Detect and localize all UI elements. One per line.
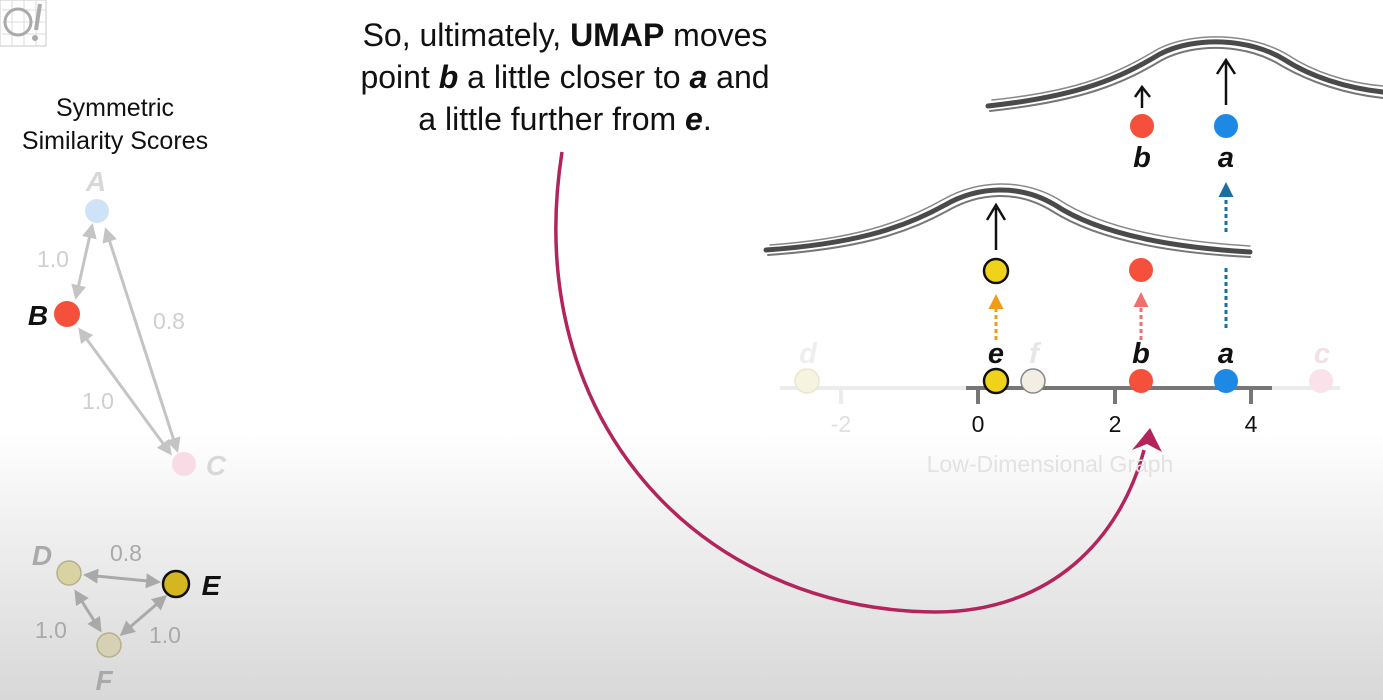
edge-ac [102, 227, 181, 453]
transition-arrow [554, 151, 1146, 614]
cluster-abc: A B C 1.0 0.8 1.0 [28, 166, 227, 481]
bell-curve-top [985, 36, 1383, 112]
edge-ac-score: 0.8 [153, 308, 185, 334]
edge-bc [78, 327, 172, 456]
upper-label-a: a [1218, 142, 1234, 174]
line-label-a: a [1218, 338, 1234, 370]
tick-label-neg2: -2 [831, 411, 851, 437]
transition-arrowhead [1132, 428, 1162, 452]
node-b [54, 301, 80, 327]
caption-line-3: a little further from e. [418, 101, 712, 137]
line-point-d [794, 368, 820, 394]
edge-de-score: 0.8 [110, 540, 142, 566]
line-point-a [1214, 369, 1238, 393]
node-d [56, 560, 82, 586]
number-line: -2 0 2 4 [780, 386, 1340, 437]
node-a [85, 199, 109, 223]
edge-bc-score: 1.0 [82, 388, 114, 414]
node-d-label: D [32, 540, 52, 571]
line-label-f: f [1029, 338, 1042, 370]
push-arrows-top [1133, 57, 1237, 108]
edge-df [74, 589, 102, 633]
caption-line-1: So, ultimately, UMAP moves [362, 17, 768, 53]
node-f-label: F [95, 665, 113, 696]
node-e-label: E [202, 570, 222, 601]
upper-point-a [1214, 114, 1238, 138]
node-b-label: B [28, 300, 48, 331]
tick-label-0: 0 [972, 411, 985, 437]
line-label-b: b [1132, 338, 1150, 370]
node-c-label: C [206, 450, 227, 481]
edge-df-score: 1.0 [35, 617, 67, 643]
line-label-d: d [799, 338, 818, 370]
line-label-c: c [1314, 338, 1330, 370]
node-e [161, 569, 191, 599]
push-arrow-e [985, 202, 1007, 250]
bell-curve-middle [763, 183, 1253, 258]
upper-point-b [1130, 114, 1154, 138]
line-point-c [1309, 369, 1333, 393]
line-label-e: e [988, 338, 1004, 370]
tick-label-2: 2 [1109, 411, 1122, 437]
node-c [172, 452, 196, 476]
upper-label-b: b [1133, 142, 1151, 174]
cluster-def: D E F 0.8 1.0 1.0 [32, 540, 222, 696]
low-dim-title: Low-Dimensional Graph [927, 451, 1174, 477]
logo-icon [0, 0, 62, 62]
caption-line-2: point b a little closer to a and [360, 59, 770, 95]
mid-point-b [1129, 258, 1153, 282]
line-point-e [982, 367, 1010, 395]
edge-ab [71, 223, 97, 300]
edge-ef [119, 595, 168, 636]
node-f [96, 632, 122, 658]
caption: So, ultimately, UMAP moves point b a lit… [300, 14, 830, 140]
symmetric-title: Symmetric Similarity Scores [21, 94, 209, 155]
edge-de [83, 568, 161, 589]
line-point-f [1020, 368, 1046, 394]
tick-label-4: 4 [1245, 411, 1258, 437]
line-point-b [1129, 369, 1153, 393]
mid-point-e [982, 257, 1010, 285]
node-a-label: A [85, 166, 106, 197]
edge-ab-score: 1.0 [37, 246, 69, 272]
edge-ef-score: 1.0 [149, 622, 181, 648]
